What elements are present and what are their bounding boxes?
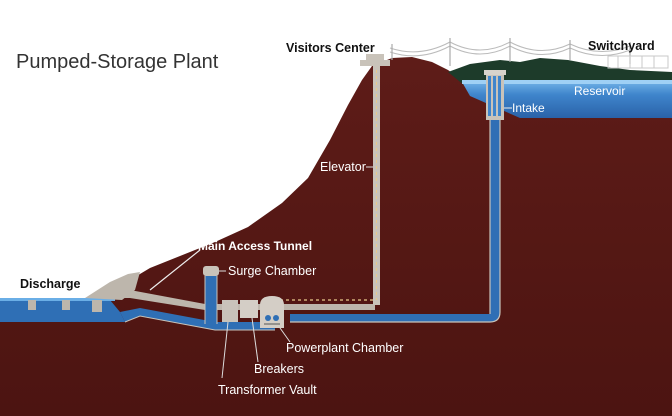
mountain-earth (0, 57, 672, 416)
visitors-center-building (360, 60, 390, 66)
transformer-vault (222, 300, 238, 322)
label-main-access-tunnel: Main Access Tunnel (198, 239, 312, 253)
discharge-pier-3 (92, 300, 102, 312)
label-transformer-vault: Transformer Vault (218, 383, 317, 397)
powerplant-chamber (260, 296, 284, 328)
label-surge-chamber: Surge Chamber (228, 264, 316, 278)
reservoir-surface (462, 80, 672, 84)
penstock-vertical-edge-2 (290, 120, 501, 323)
transformer-vault-leader (221, 321, 229, 379)
label-visitors-center: Visitors Center (286, 41, 375, 55)
tailrace-tunnel (120, 308, 275, 330)
label-elevator: Elevator (320, 160, 366, 174)
discharge-pier-1 (28, 300, 36, 310)
label-breakers: Breakers (254, 362, 304, 376)
label-switchyard: Switchyard (588, 39, 655, 53)
main-access-tunnel-leader (149, 249, 201, 291)
breakers-leader (251, 317, 259, 363)
powerplant-leader (279, 327, 291, 343)
switchyard-structures (607, 55, 669, 69)
discharge-pier-2 (62, 300, 70, 310)
main-access-tunnel (118, 290, 375, 310)
diagram-title: Pumped-Storage Plant (16, 51, 219, 73)
visitors-center-roof (366, 54, 384, 60)
surge-chamber (203, 266, 219, 324)
discharge-surface (0, 298, 115, 301)
label-intake: Intake (512, 101, 545, 115)
reservoir-water (462, 82, 672, 118)
label-powerplant-chamber: Powerplant Chamber (286, 341, 403, 355)
label-discharge: Discharge (20, 277, 80, 291)
intake-structure (484, 70, 506, 120)
breakers (240, 300, 258, 318)
label-reservoir: Reservoir (574, 84, 625, 98)
tailrace-edge (124, 315, 275, 331)
